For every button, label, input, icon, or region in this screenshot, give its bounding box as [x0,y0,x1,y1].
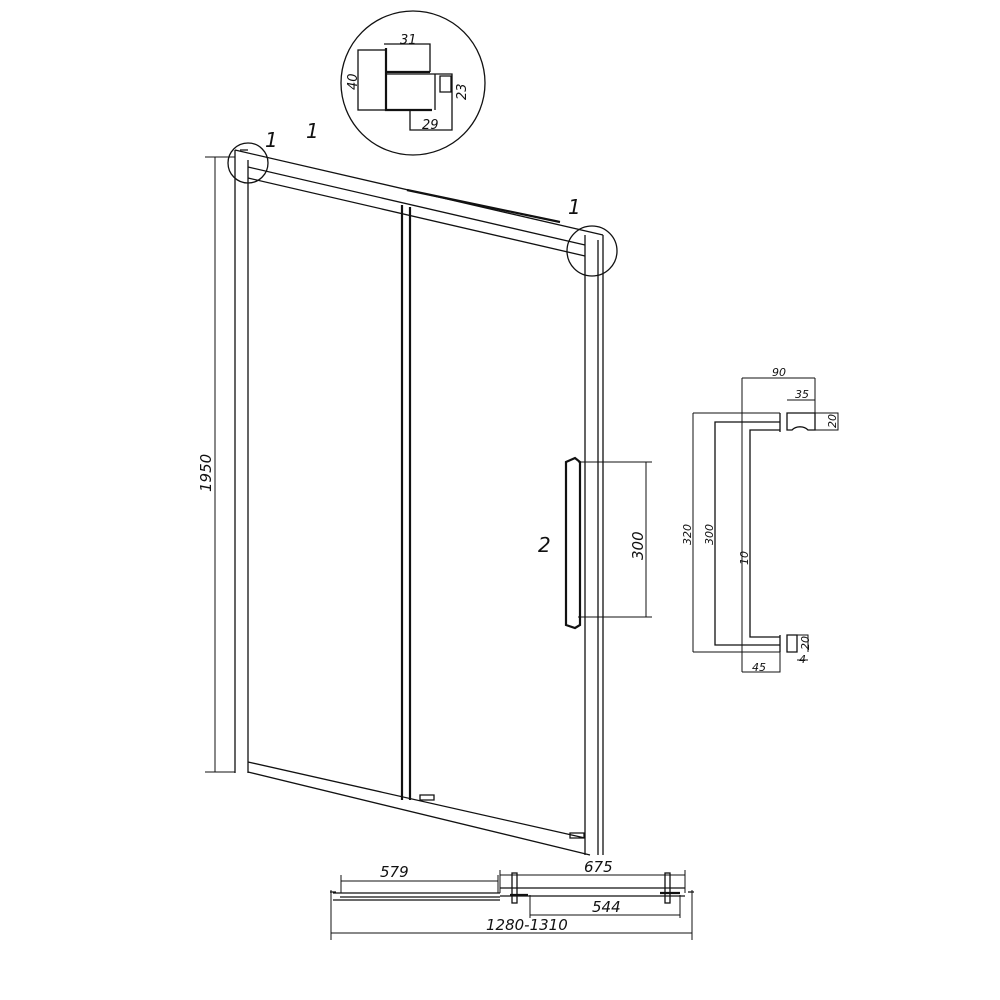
door-elevation: 1950 300 1 1 1 2 [197,119,652,856]
dim-handle-length: 300 [629,531,647,560]
callout-1c: 1 [568,195,581,219]
dim-320: 320 [681,524,694,545]
callout-1a: 1 [265,128,278,152]
door-handle [564,456,582,630]
dim-35: 35 [795,388,809,401]
profile-detail: 31 40 23 29 [340,10,486,156]
dim-675: 675 [584,858,613,876]
dim-29: 29 [422,118,439,133]
dim-40: 40 [346,73,361,90]
dim-20-top: 20 [826,414,839,428]
detail-circle [340,10,486,156]
dim-23: 23 [455,83,470,100]
dim-90: 90 [772,366,786,379]
dim-544: 544 [592,898,621,916]
handle-detail: 90 35 20 320 300 10 45 20 4 [681,366,839,674]
dim-45: 45 [752,661,766,674]
detail-marker-2 [566,225,618,277]
dim-579: 579 [380,863,409,881]
dim-20-bottom: 20 [799,636,812,650]
dim-10: 10 [738,551,751,565]
callout-2: 2 [538,533,551,557]
dim-4: 4 [799,653,806,666]
dim-300: 300 [703,524,716,545]
plan-view: 579 675 544 1280-1310 [330,858,694,940]
callout-1b: 1 [306,119,319,143]
detail-marker-1 [227,142,269,184]
dim-height: 1950 [197,454,215,492]
dim-31: 31 [400,33,417,48]
dim-total-width: 1280-1310 [486,916,568,934]
